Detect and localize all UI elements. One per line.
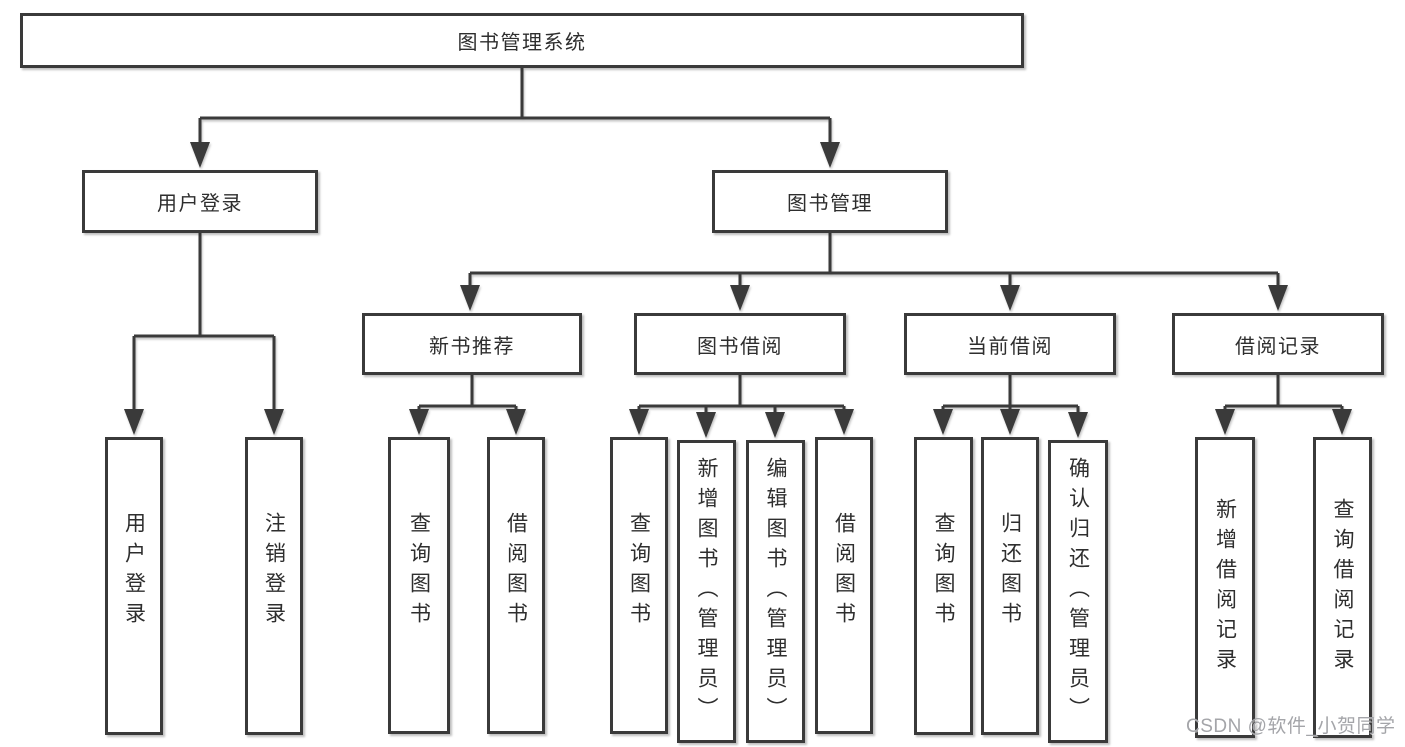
- node-leaf-borrow-books-2: 借阅图书: [815, 437, 873, 734]
- node-root-system: 图书管理系统: [20, 13, 1024, 68]
- leaf-label: 查询借阅记录: [1331, 497, 1354, 678]
- leaf-label: 查询图书: [932, 512, 955, 632]
- node-leaf-query-books-3: 查询图书: [914, 437, 973, 735]
- node-leaf-return-books: 归还图书: [981, 437, 1039, 735]
- leaf-label: 借阅图书: [504, 511, 528, 632]
- leaf-label: 新增图书（管理员）: [695, 456, 718, 727]
- node-new-book-recommendation: 新书推荐: [362, 313, 582, 375]
- leaf-label: 注销登录: [262, 512, 286, 632]
- leaf-label: 用户登录: [122, 512, 146, 632]
- node-leaf-user-login: 用户登录: [105, 437, 163, 735]
- node-leaf-query-books-2: 查询图书: [610, 437, 668, 734]
- node-current-borrowing: 当前借阅: [904, 313, 1116, 375]
- leaf-label: 归还图书: [998, 512, 1022, 632]
- csdn-watermark: CSDN @软件_小贺同学: [1186, 716, 1396, 737]
- node-leaf-add-borrow-record: 新增借阅记录: [1195, 437, 1255, 738]
- node-leaf-query-borrow-record: 查询借阅记录: [1313, 437, 1372, 738]
- node-leaf-logout: 注销登录: [245, 437, 303, 735]
- leaf-label: 查询图书: [627, 511, 651, 632]
- node-leaf-query-books-1: 查询图书: [388, 437, 450, 734]
- leaf-label: 确认归还（管理员）: [1066, 456, 1090, 727]
- arrowheads: [124, 142, 1352, 438]
- node-book-management: 图书管理: [712, 170, 948, 233]
- node-leaf-add-books-admin: 新增图书（管理员）: [677, 440, 736, 743]
- leaf-label: 查询图书: [407, 511, 431, 632]
- node-leaf-edit-books-admin: 编辑图书（管理员）: [746, 440, 805, 743]
- leaf-label: 编辑图书（管理员）: [764, 456, 787, 727]
- leaf-label: 新增借阅记录: [1213, 497, 1237, 678]
- node-leaf-borrow-books-1: 借阅图书: [487, 437, 545, 734]
- node-borrowing-records: 借阅记录: [1172, 313, 1384, 375]
- node-leaf-confirm-return-admin: 确认归还（管理员）: [1048, 440, 1108, 743]
- node-user-login: 用户登录: [82, 170, 318, 233]
- leaf-label: 借阅图书: [832, 511, 856, 632]
- node-book-borrowing: 图书借阅: [634, 313, 846, 375]
